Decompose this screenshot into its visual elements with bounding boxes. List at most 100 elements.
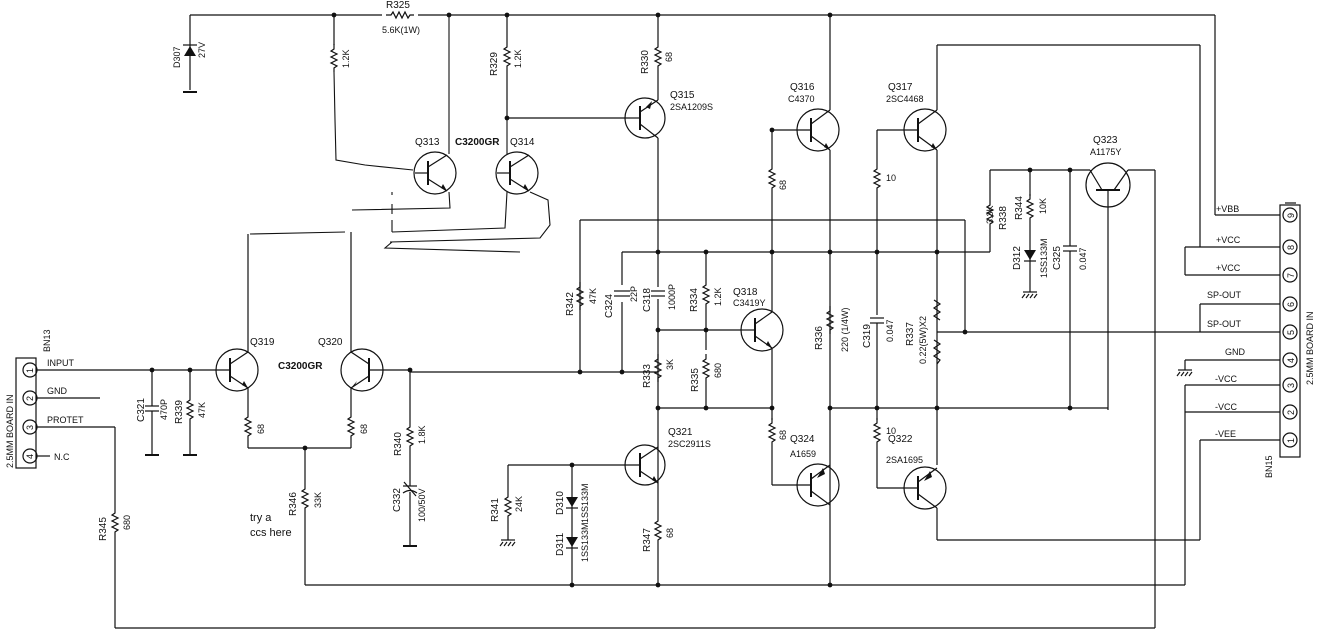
- c318-ref: C318: [642, 288, 653, 312]
- resistor-r337: R337 0.22(5W)X2: [905, 295, 942, 465]
- r329-value: 1.2K: [513, 49, 523, 68]
- c318-value: 1000P: [667, 284, 677, 310]
- r336-value: 220 (1/4W): [840, 307, 850, 352]
- resistor-q322-base: 10: [873, 417, 918, 489]
- bn13-sig1: INPUT: [47, 358, 75, 368]
- bn13-name: BN13: [42, 329, 52, 352]
- r345-value: 680: [122, 515, 132, 530]
- d310-ref: D310: [555, 491, 566, 515]
- r-q319-value: 68: [256, 424, 266, 434]
- r339-value: 47K: [197, 402, 207, 418]
- resistor-r342: R342 47K: [565, 281, 598, 316]
- capacitor-c318: C318 1000P: [642, 284, 706, 333]
- c321-value: 470P: [159, 399, 169, 420]
- q313-part: C3200GR: [455, 137, 500, 148]
- r345-ref: R345: [98, 517, 109, 541]
- q315-ref: Q315: [670, 90, 695, 101]
- connector-bn15: 9 8 7 6 5 4 3 2 1 2.5MM BOARD IN BN15 +V…: [1207, 202, 1315, 478]
- resistor-r334: R334 1.2K: [689, 252, 740, 350]
- handdrawn-ccs-wires: [249, 15, 551, 253]
- d311-value: 1SS133M: [580, 522, 590, 562]
- note-text: try a ccs here: [250, 512, 292, 539]
- c332-ref: C332: [392, 488, 403, 512]
- bn15-pin2: 2: [1286, 410, 1296, 415]
- resistor-r338: R338 3.3K: [985, 170, 1009, 252]
- bn15-sig1: -VEE: [1215, 429, 1236, 439]
- resistor-r344: R344 10K: [1014, 167, 1048, 223]
- bn13-pin3: 3: [25, 425, 35, 430]
- bn15-pin1: 1: [1286, 438, 1296, 443]
- r340-value: 1.8K: [417, 425, 427, 444]
- resistor-r340: R340 1.8K: [393, 370, 427, 486]
- r333-value: 3K: [665, 359, 675, 370]
- q315-part: 2SA1209S: [670, 102, 713, 112]
- r346-value: 33K: [313, 492, 323, 508]
- r337-ref: R337: [905, 322, 916, 346]
- r337-value: 0.22(5W)X2: [918, 316, 928, 364]
- resistor-r345: R345 680: [36, 426, 132, 628]
- bn15-pin7: 7: [1286, 273, 1296, 278]
- transistor-q314: Q314: [495, 137, 539, 195]
- c319-ref: C319: [862, 324, 873, 348]
- resistor-q324-base: 68: [768, 417, 788, 485]
- resistor-r330: R330 68: [640, 15, 674, 100]
- resistor-q313-bias: 1.2K: [330, 15, 351, 73]
- q322-part: 2SA1695: [886, 455, 923, 465]
- bn15-sig5: SP-OUT: [1207, 319, 1242, 329]
- resistor-r336: R336 220 (1/4W): [814, 305, 850, 352]
- r-q313-value: 1.2K: [341, 49, 351, 68]
- q321-part: 2SC2911S: [668, 439, 711, 449]
- r336-ref: R336: [814, 326, 825, 350]
- bn15-pin5: 5: [1286, 330, 1296, 335]
- resistor-r329: R329 1.2K: [489, 15, 630, 121]
- q319-ref: Q319: [250, 337, 275, 348]
- r342-ref: R342: [565, 292, 576, 316]
- note-line2: ccs here: [250, 527, 292, 539]
- r334-value: 1.2K: [713, 287, 723, 306]
- r335-value: 680: [713, 363, 723, 378]
- transistor-q323: Q323 A1175Y: [990, 135, 1156, 600]
- bn15-sig6: SP-OUT: [1207, 290, 1242, 300]
- r338-ref: R338: [998, 206, 1009, 230]
- resistor-r346: R346 33K: [288, 448, 323, 585]
- d307-value: 27V: [197, 42, 207, 58]
- capacitor-c321: C321 470P: [136, 367, 169, 456]
- bn15-pin4: 4: [1286, 358, 1296, 363]
- bn13-sig3: PROTET: [47, 415, 84, 425]
- q318-part: C3419Y: [733, 298, 766, 308]
- c324-value: 22P: [629, 286, 639, 302]
- q320-ref: Q320: [318, 337, 343, 348]
- d307-ref: D307: [172, 46, 182, 68]
- transistor-q321: Q321 2SC2911S: [508, 427, 711, 486]
- r334-ref: R334: [689, 288, 700, 312]
- q320-part: C3200GR: [278, 361, 323, 372]
- bn15-pin6: 6: [1286, 302, 1296, 307]
- bn13-sig4: N.C: [54, 452, 70, 462]
- r-q316-value: 68: [778, 180, 788, 190]
- d312-value: 1SS133M: [1039, 238, 1049, 278]
- r333-ref: R333: [642, 364, 653, 388]
- resistor-r341: R341 24K: [490, 465, 524, 547]
- r344-ref: R344: [1014, 196, 1025, 220]
- r330-value: 68: [664, 52, 674, 62]
- r342-value: 47K: [588, 288, 598, 304]
- r346-ref: R346: [288, 492, 299, 516]
- r344-value: 10K: [1038, 198, 1048, 214]
- resistor-r325: R325 5.6K(1W): [382, 0, 420, 35]
- r339-ref: R339: [174, 400, 185, 424]
- r329-ref: R329: [489, 52, 500, 76]
- r347-value: 68: [665, 528, 675, 538]
- q314-ref: Q314: [510, 137, 535, 148]
- bn15-pin8: 8: [1286, 245, 1296, 250]
- capacitor-c325: C325 0.047: [1052, 167, 1088, 408]
- c325-ref: C325: [1052, 246, 1063, 270]
- resistor-q317-base: 10: [873, 130, 896, 315]
- d311-ref: D311: [555, 532, 566, 556]
- transistor-q318: Q318 C3419Y: [733, 252, 784, 420]
- q318-ref: Q318: [733, 287, 758, 298]
- bn15-sig8: +VCC: [1216, 235, 1241, 245]
- r325-value: 5.6K(1W): [382, 25, 420, 35]
- note-line1: try a: [250, 512, 272, 524]
